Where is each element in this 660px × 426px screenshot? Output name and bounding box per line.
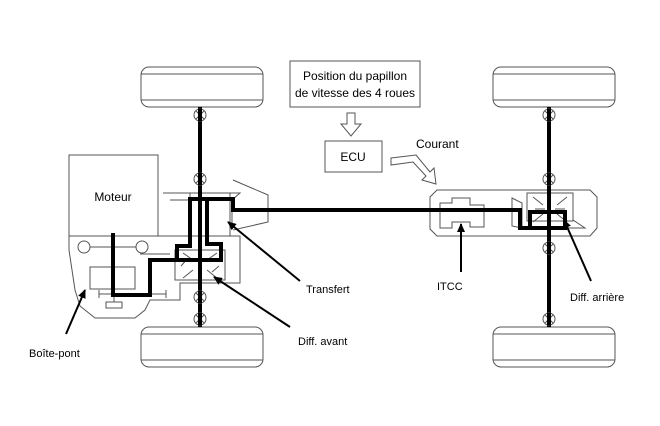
callout-rear-diff bbox=[563, 219, 592, 282]
callout-front-diff bbox=[213, 276, 291, 328]
cv-joint-icon bbox=[193, 172, 207, 186]
gear-circle bbox=[135, 240, 149, 254]
ecu-box bbox=[324, 140, 383, 173]
cv-joint-icon bbox=[542, 312, 556, 326]
wheel-front-right bbox=[140, 326, 264, 368]
throttle-input-box bbox=[289, 60, 421, 108]
wheel-rear-right bbox=[492, 326, 616, 368]
current-label: Courant bbox=[416, 137, 459, 151]
front-diff-label: Diff. avant bbox=[298, 336, 347, 348]
gear-circle bbox=[77, 240, 91, 254]
transfer-housing bbox=[232, 179, 269, 231]
cv-joint-icon bbox=[542, 108, 556, 122]
cv-joint-icon bbox=[193, 290, 207, 304]
transfer-label: Transfert bbox=[306, 284, 350, 296]
cv-joint-icon bbox=[542, 241, 556, 255]
rear-diff-label: Diff. arrière bbox=[570, 292, 624, 304]
engine-label: Moteur bbox=[94, 190, 131, 204]
itcc-unit bbox=[439, 197, 485, 229]
cv-joint-icon bbox=[193, 312, 207, 326]
itcc-label: ITCC bbox=[437, 281, 463, 293]
rear-module-housing bbox=[429, 189, 598, 237]
hollow-arrow-down-icon bbox=[339, 112, 363, 137]
callout-transaxle bbox=[65, 289, 86, 335]
hollow-arrow-current-icon bbox=[390, 154, 437, 185]
ecu-label: ECU bbox=[340, 150, 365, 164]
transaxle-label: Boîte-pont bbox=[29, 348, 80, 360]
power-flow-path-front bbox=[177, 199, 223, 262]
wheel-rear-left bbox=[492, 66, 616, 108]
input-box-line1: Position du papillon bbox=[303, 69, 407, 83]
wheel-front-left bbox=[140, 66, 264, 108]
cv-joint-icon bbox=[542, 172, 556, 186]
callout-transfer bbox=[227, 221, 301, 282]
engine-block bbox=[68, 154, 159, 237]
cv-joint-icon bbox=[193, 108, 207, 122]
transaxle-housing bbox=[68, 235, 241, 319]
input-box-line2: de vitesse des 4 roues bbox=[295, 86, 415, 100]
power-flow-path bbox=[111, 197, 567, 297]
